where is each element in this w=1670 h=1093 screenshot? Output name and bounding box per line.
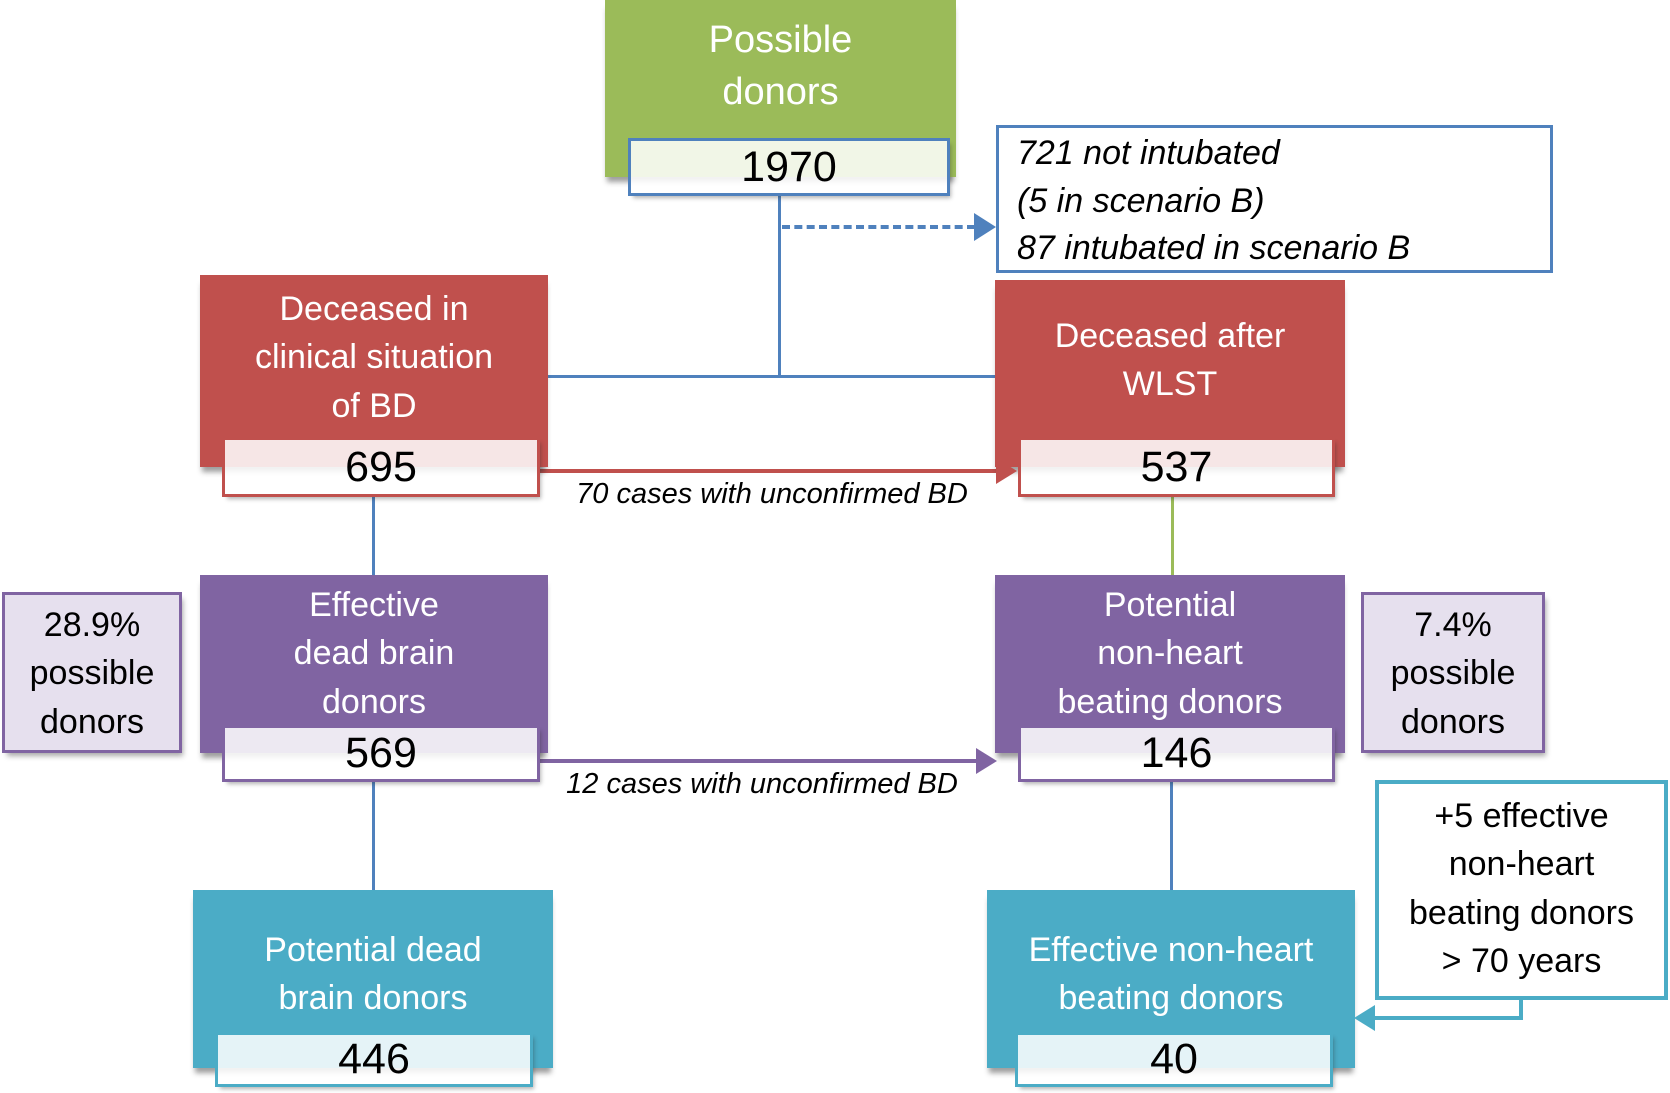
connector-split-horizontal bbox=[548, 375, 995, 378]
connector-569-to-146 bbox=[540, 759, 980, 763]
red-arrowhead-icon bbox=[996, 458, 1017, 484]
effective-dbd-count: 569 bbox=[222, 725, 540, 782]
connector-537-to-146 bbox=[1171, 497, 1174, 575]
connector-695-to-537 bbox=[540, 469, 1000, 473]
connector-695-to-569 bbox=[372, 497, 375, 575]
pct-possible-right-box: 7.4% possible donors bbox=[1361, 592, 1545, 753]
effective-nhbd-count: 40 bbox=[1015, 1032, 1333, 1087]
connector-146-to-40 bbox=[1170, 782, 1173, 890]
potential-dbd-count: 446 bbox=[215, 1032, 533, 1087]
edge-label-unconfirmed-12: 12 cases with unconfirmed BD bbox=[566, 768, 958, 800]
purple-arrowhead-icon bbox=[976, 748, 997, 774]
connector-possible-to-split bbox=[778, 193, 781, 377]
deceased-wlst-count: 537 bbox=[1018, 437, 1335, 497]
connector-569-to-446 bbox=[372, 782, 375, 890]
plus5-note-box: +5 effective non-heart beating donors > … bbox=[1375, 780, 1668, 1000]
teal-arrowhead-icon bbox=[1354, 1005, 1375, 1031]
connector-dashed-to-note bbox=[782, 225, 975, 229]
edge-label-unconfirmed-70: 70 cases with unconfirmed BD bbox=[576, 478, 968, 510]
effective-dbd-box: Effective dead brain donors bbox=[200, 575, 548, 753]
connector-plus5-horizontal bbox=[1374, 1016, 1523, 1020]
dashed-arrowhead-icon bbox=[974, 213, 996, 241]
connector-plus5-vertical bbox=[1519, 998, 1523, 1020]
deceased-wlst-box: Deceased after WLST bbox=[995, 280, 1345, 467]
pct-possible-left-box: 28.9% possible donors bbox=[2, 592, 182, 753]
deceased-bd-box: Deceased in clinical situation of BD bbox=[200, 275, 548, 467]
potential-nhbd-box: Potential non-heart beating donors bbox=[995, 575, 1345, 753]
potential-nhbd-count: 146 bbox=[1018, 725, 1335, 782]
possible-donors-count: 1970 bbox=[628, 138, 950, 196]
deceased-bd-count: 695 bbox=[222, 437, 540, 497]
intubation-note-box: 721 not intubated (5 in scenario B) 87 i… bbox=[996, 125, 1553, 273]
